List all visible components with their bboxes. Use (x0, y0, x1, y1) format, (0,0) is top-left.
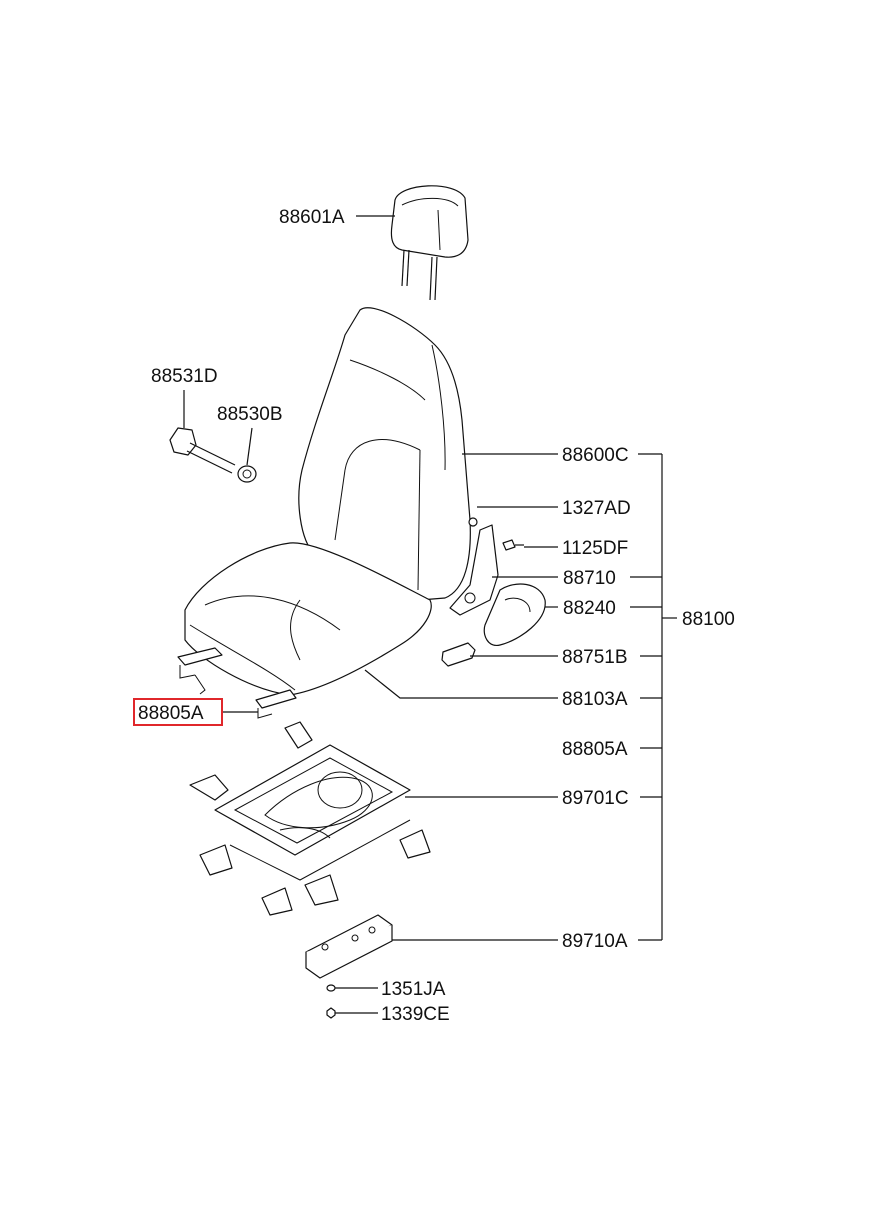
seat-cushion-part (184, 542, 432, 696)
recliner-hardware-part (441, 517, 546, 667)
callout-frame[interactable]: 89701C (562, 788, 629, 809)
bracket-part (305, 914, 393, 979)
callout-recliner-cover[interactable]: 88240 (563, 598, 616, 619)
callout-headrest[interactable]: 88601A (279, 207, 345, 228)
headrest-part (390, 185, 469, 301)
washer-nut-parts (326, 984, 336, 1019)
callout-bracket[interactable]: 89710A (562, 931, 628, 952)
callout-track-right[interactable]: 88805A (562, 739, 628, 760)
seat-track-left-part (177, 647, 297, 719)
callout-knob[interactable]: 88531D (151, 366, 218, 387)
callout-bolt[interactable]: 1125DF (562, 538, 628, 559)
callout-cushion-assy[interactable]: 88103A (562, 689, 628, 710)
callout-lever-knob[interactable]: 88751B (562, 647, 628, 668)
callout-back-assy[interactable]: 88600C (562, 445, 629, 466)
callout-knob-bushing[interactable]: 88530B (217, 404, 283, 425)
callout-recliner[interactable]: 88710 (563, 568, 616, 589)
callout-seat-assy[interactable]: 88100 (682, 609, 735, 630)
height-knob-part (169, 427, 257, 483)
callout-washer[interactable]: 1351JA (381, 979, 446, 1000)
seat-frame-part (189, 721, 431, 916)
callout-nut-small[interactable]: 1339CE (381, 1004, 450, 1025)
callout-track-left[interactable]: 88805A (138, 703, 204, 724)
leader-lines (183, 215, 677, 1014)
callout-nut[interactable]: 1327AD (562, 498, 631, 519)
highlight-box (133, 698, 223, 726)
